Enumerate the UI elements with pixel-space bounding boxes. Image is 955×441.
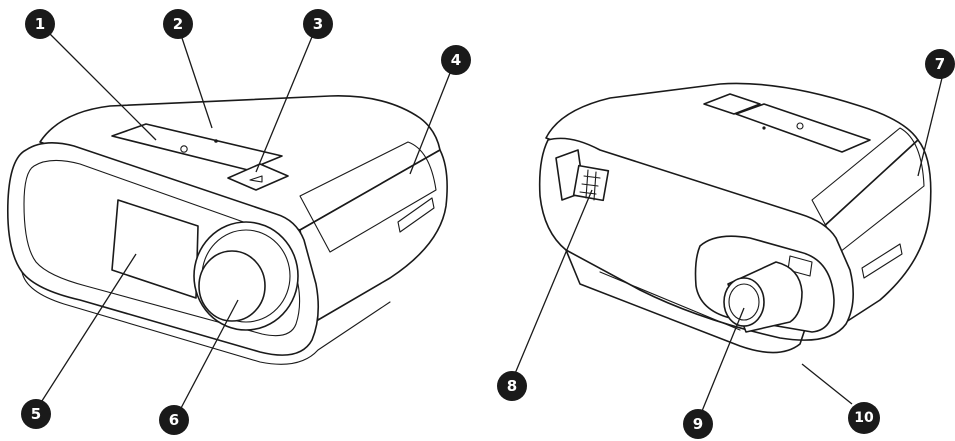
rear-power-button bbox=[735, 103, 871, 153]
callout-2: 2 bbox=[163, 9, 193, 39]
callout-1-label: 1 bbox=[35, 15, 45, 33]
rear-device-base bbox=[565, 249, 807, 354]
callout-6-label: 6 bbox=[169, 411, 179, 429]
callout-1: 1 bbox=[25, 9, 55, 39]
callout-9-label: 9 bbox=[693, 415, 703, 433]
callout-10-label: 10 bbox=[854, 410, 874, 426]
air-outlet-opening-inner bbox=[728, 283, 760, 321]
callout-5: 5 bbox=[21, 399, 51, 429]
callout-10: 10 bbox=[848, 402, 880, 434]
sd-card-slot bbox=[572, 164, 610, 202]
rear-view-device bbox=[538, 82, 932, 354]
front-device-base bbox=[21, 271, 391, 365]
indicator-light bbox=[214, 139, 218, 143]
rear-side-slot bbox=[861, 243, 903, 279]
leader-7 bbox=[917, 77, 943, 177]
rear-base-line bbox=[599, 271, 741, 331]
rear-power-symbol-icon bbox=[796, 122, 804, 130]
callout-5-label: 5 bbox=[31, 405, 41, 423]
callout-3-label: 3 bbox=[313, 15, 323, 33]
callout-8-label: 8 bbox=[507, 377, 517, 395]
callout-8: 8 bbox=[497, 371, 527, 401]
front-view-device bbox=[6, 95, 448, 365]
sd-card-grid bbox=[579, 169, 601, 201]
leader-lines bbox=[39, 29, 943, 417]
leader-3 bbox=[255, 31, 315, 173]
leader-10 bbox=[801, 363, 853, 405]
rear-side-panel bbox=[811, 127, 925, 253]
callout-4: 4 bbox=[441, 45, 471, 75]
display-screen bbox=[111, 199, 199, 299]
power-symbol-icon bbox=[180, 145, 188, 153]
callout-9: 9 bbox=[683, 409, 713, 439]
front-device-side-body bbox=[299, 149, 448, 321]
callout-3: 3 bbox=[303, 9, 333, 39]
ramp-symbol-icon bbox=[249, 175, 263, 183]
power-button bbox=[111, 123, 283, 171]
leader-8 bbox=[513, 189, 593, 377]
leader-2 bbox=[179, 31, 213, 129]
air-outlet-opening bbox=[723, 277, 765, 327]
callout-7: 7 bbox=[925, 49, 955, 79]
side-panel bbox=[299, 141, 437, 253]
leader-9 bbox=[699, 307, 745, 417]
callout-4-label: 4 bbox=[451, 51, 461, 69]
leader-4 bbox=[409, 67, 453, 175]
leader-1 bbox=[45, 29, 157, 141]
leader-5 bbox=[39, 253, 137, 405]
callout-6: 6 bbox=[159, 405, 189, 435]
rear-indicator-light bbox=[762, 126, 766, 130]
leader-6 bbox=[179, 299, 239, 411]
side-slot bbox=[397, 197, 435, 233]
rear-ramp-button bbox=[703, 93, 761, 115]
callout-7-label: 7 bbox=[935, 55, 945, 73]
control-dial-knob bbox=[198, 250, 266, 322]
callout-2-label: 2 bbox=[173, 15, 183, 33]
